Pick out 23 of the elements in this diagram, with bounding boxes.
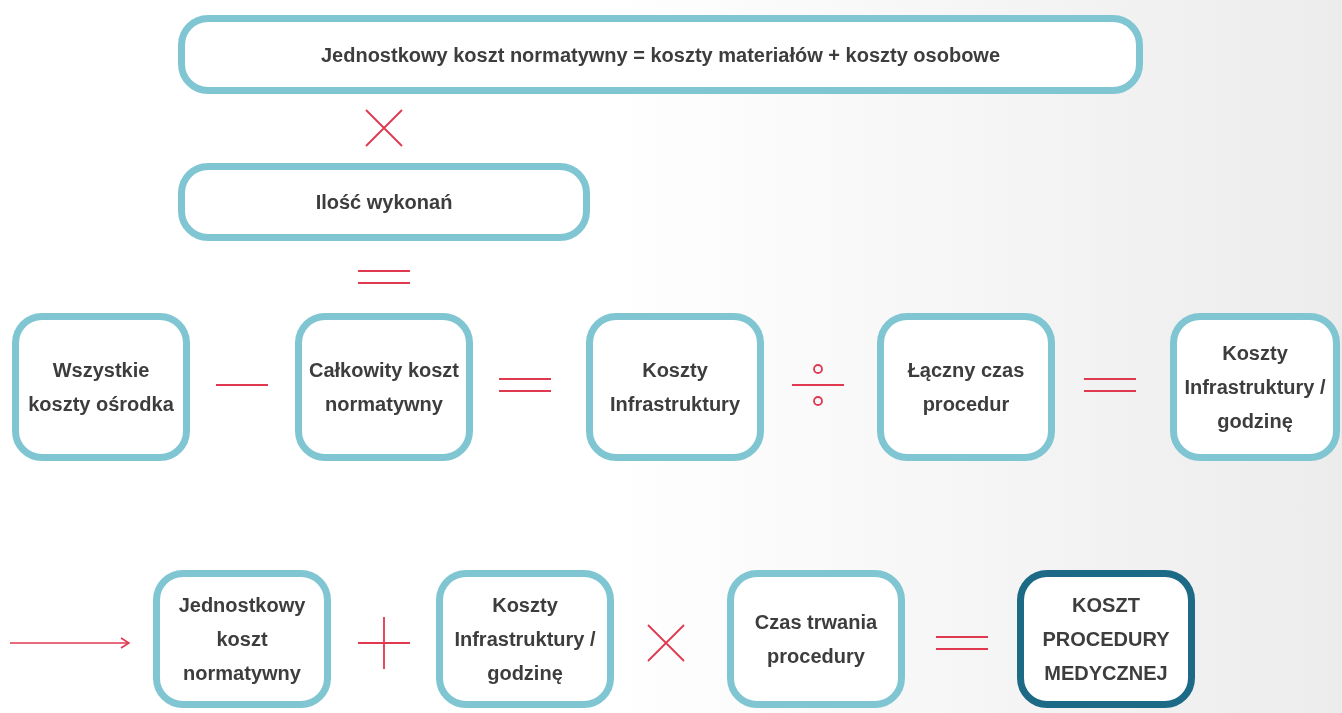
box-label: Koszty Infrastruktury / godzinę: [453, 593, 597, 686]
rounded-box: [586, 313, 764, 461]
rounded-box: [1017, 570, 1195, 708]
rounded-box: [12, 313, 190, 461]
rounded-box: [178, 163, 590, 241]
box-label: Jednostkowy koszt normatywny = koszty materiałów + koszty osobowe: [319, 42, 1002, 68]
box-label: Koszty Infrastruktury: [609, 358, 741, 417]
rounded-box: [877, 313, 1055, 461]
box-label: Koszty Infrastruktury / godzinę: [1183, 341, 1327, 434]
box-label: KOSZT PROCEDURY MEDYCZNEJ: [1041, 593, 1171, 686]
box-label: Wszystkie koszty ośrodka: [27, 358, 175, 417]
rounded-box: [436, 570, 614, 708]
box-label: Jednostkowy koszt normatywny: [177, 593, 307, 686]
box-label: Czas trwania procedury: [753, 610, 879, 669]
rounded-box: [153, 570, 331, 708]
arrow: [9, 637, 130, 649]
rounded-box: [178, 15, 1143, 94]
box-label: Całkowity koszt normatywny: [307, 358, 460, 417]
rounded-box: [1170, 313, 1340, 461]
rounded-box: [295, 313, 473, 461]
box-label: Łączny czas procedur: [906, 358, 1026, 417]
rounded-box: [727, 570, 905, 708]
box-label: Ilość wykonań: [314, 190, 454, 215]
